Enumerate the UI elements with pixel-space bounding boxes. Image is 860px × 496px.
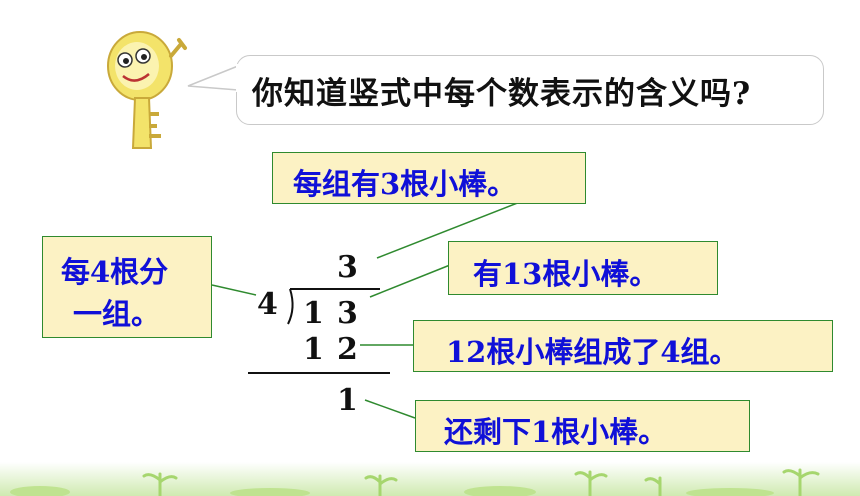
product-tens-digit: 1	[303, 332, 324, 367]
box-per-four: 每4根分 一组。	[42, 236, 212, 338]
box-total-text: 有13根小棒。	[473, 257, 659, 291]
grass-decoration	[0, 462, 860, 496]
line-each-group	[376, 201, 521, 259]
line-total	[369, 264, 451, 298]
box-per-four-line2: 一组。	[73, 297, 161, 331]
product-ones-digit: 2	[337, 332, 358, 367]
quotient-digit: 3	[337, 250, 358, 285]
speech-bubble	[236, 55, 824, 125]
box-per-four-line1: 每4根分	[61, 255, 169, 289]
dividend-tens-digit: 1	[303, 296, 324, 331]
division-bracket	[287, 288, 294, 325]
box-twelve-text: 12根小棒组成了4组。	[446, 335, 739, 369]
speech-bubble-tail	[187, 64, 240, 92]
box-remainder-text: 还剩下1根小棒。	[444, 415, 668, 449]
mascot-key-icon	[107, 31, 187, 149]
box-total: 有13根小棒。	[448, 241, 718, 295]
box-twelve: 12根小棒组成了4组。	[413, 320, 833, 372]
dividend-ones-digit: 3	[337, 296, 358, 331]
box-each-group-text: 每组有3根小棒。	[293, 167, 517, 201]
box-each-group: 每组有3根小棒。	[272, 152, 586, 204]
box-remainder: 还剩下1根小棒。	[415, 400, 750, 452]
remainder-digit: 1	[337, 383, 358, 418]
line-remainder	[364, 399, 416, 419]
bubble-question: 你知道竖式中每个数表示的含义吗?	[252, 76, 752, 112]
line-per-four	[211, 284, 257, 296]
divisor-digit: 4	[257, 287, 278, 322]
